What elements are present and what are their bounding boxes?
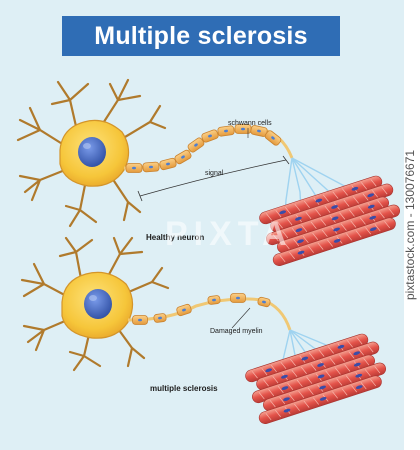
myelin-segment [207,295,221,305]
neuron-illustration [16,78,400,424]
myelin-segment [132,315,148,325]
myelin-segment [125,163,143,173]
multiple-sclerosis-label: multiple sclerosis [150,384,218,393]
page-title: Multiple sclerosis [94,21,308,50]
myelin-segment [217,125,235,137]
damaged-neuron [20,236,386,424]
signal-line [139,159,287,197]
myelin-segment [142,161,160,173]
title-banner: Multiple sclerosis [62,16,340,56]
healthy-neuron [16,78,400,266]
side-strip [404,0,420,450]
nucleus [78,137,106,167]
myelin-segment [230,293,246,303]
nucleus [84,289,112,319]
myelin-segment [174,149,192,165]
myelin-segment [264,130,282,146]
signal-label: signal [205,170,224,177]
stock-id-text: pixtastock.com - 130076671 [403,149,417,301]
myelin-segment [257,296,271,308]
dendrites [16,78,167,228]
myelin-segment [187,137,205,153]
myelin-segment [176,303,192,317]
myelin-sheath [125,124,282,173]
watermark: PIXTA [165,215,293,253]
myelin-segment [159,157,177,171]
myelin-segment [153,313,167,323]
damaged-myelin-label: Damaged myelin [210,328,263,335]
myelin-segment [201,129,219,143]
muscle-fibers [245,333,386,424]
muscle-fibers [259,175,400,266]
schwann-cells-label: schwann cells [228,120,272,127]
damaged-myelin-sheath [132,293,271,325]
healthy-neuron-label: Healthy neuron [146,233,205,242]
